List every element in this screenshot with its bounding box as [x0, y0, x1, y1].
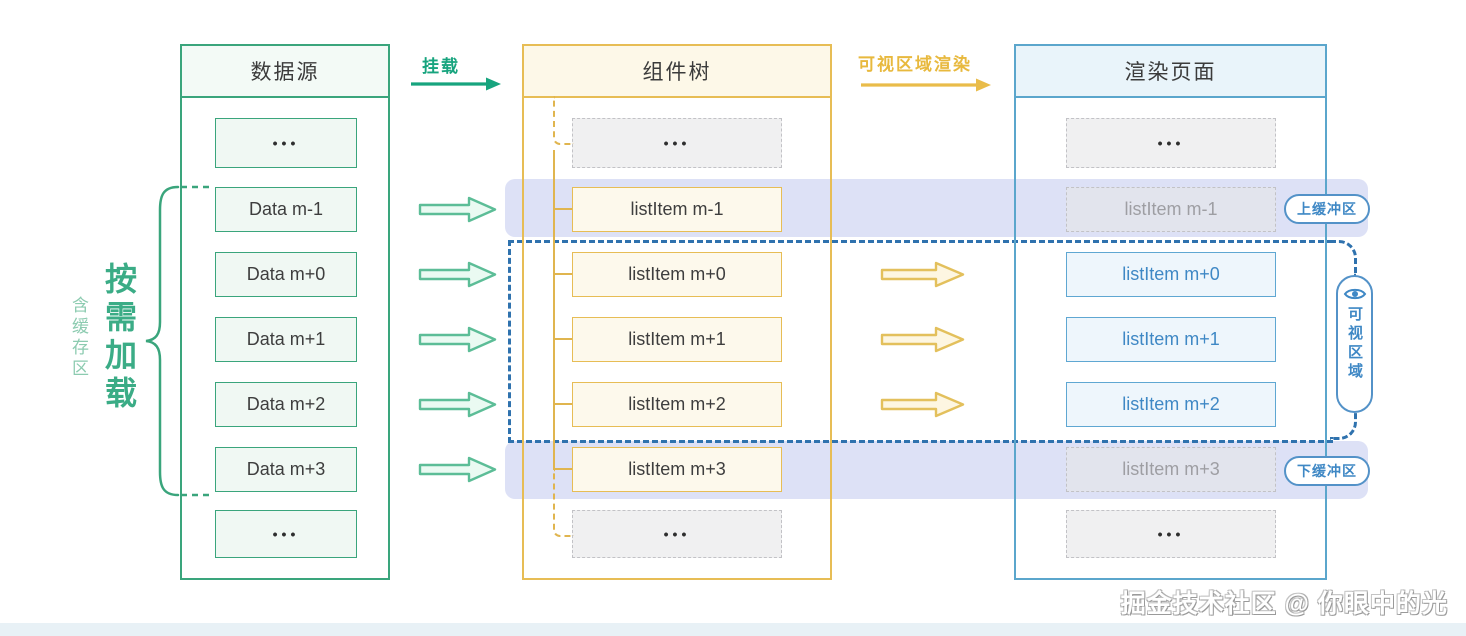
render-page-item: listItem m+0 [1066, 252, 1276, 297]
component-tree-item: listItem m+3 [572, 447, 782, 492]
render-page-buffer-item: listItem m+3 [1066, 447, 1276, 492]
eye-icon [1343, 288, 1366, 300]
mount-block-arrow-icon [418, 196, 497, 223]
tree-branch-line [553, 273, 572, 275]
render-page-item: listItem m+1 [1066, 317, 1276, 362]
viewport-render-label: 可视区域渲染 [858, 55, 972, 74]
tree-connector-top [553, 96, 574, 145]
render-page-title: 渲染页面 [1016, 46, 1325, 98]
lower-buffer-badge: 下缓冲区 [1284, 456, 1370, 486]
load-on-demand-label: 按需加载 [101, 262, 137, 414]
data-source-item: Data m+0 [215, 252, 357, 297]
watermark-text: 掘金技术社区 @ 你眼中的光 [1120, 590, 1448, 618]
component-tree-column: 组件树 [522, 44, 832, 580]
render-block-arrow-icon [880, 261, 965, 288]
tree-connector-bottom [553, 469, 574, 537]
render-page-buffer-item: listItem m-1 [1066, 187, 1276, 232]
data-source-item: Data m+2 [215, 382, 357, 427]
mount-arrow-icon [411, 77, 501, 91]
data-source-item: Data m+1 [215, 317, 357, 362]
component-tree-item: listItem m+1 [572, 317, 782, 362]
mount-block-arrow-icon [418, 456, 497, 483]
upper-buffer-badge: 上缓冲区 [1284, 194, 1370, 224]
render-block-arrow-icon [880, 391, 965, 418]
mount-label: 挂载 [422, 57, 460, 76]
mount-block-arrow-icon [418, 261, 497, 288]
data-source-column: 数据源 [180, 44, 390, 580]
data-source-item: Data m+3 [215, 447, 357, 492]
render-page-item: listItem m+2 [1066, 382, 1276, 427]
component-tree-ellipsis-top: ••• [572, 118, 782, 168]
render-page-ellipsis-top: ••• [1066, 118, 1276, 168]
visible-area-label: 可视区域 [1346, 306, 1363, 382]
component-tree-ellipsis-bottom: ••• [572, 510, 782, 558]
bottom-bar [0, 623, 1466, 636]
mount-block-arrow-icon [418, 391, 497, 418]
on-demand-brace [145, 185, 213, 497]
tree-branch-line [553, 208, 572, 210]
data-source-ellipsis-bottom: ••• [215, 510, 357, 558]
viewport-render-arrow-icon [861, 78, 991, 92]
component-tree-item: listItem m+2 [572, 382, 782, 427]
render-page-ellipsis-bottom: ••• [1066, 510, 1276, 558]
visible-area-badge: 可视区域 [1336, 275, 1373, 413]
render-block-arrow-icon [880, 326, 965, 353]
viewport-dashed-curve-bottom [1330, 404, 1357, 440]
component-tree-item: listItem m+0 [572, 252, 782, 297]
tree-branch-line [553, 403, 572, 405]
includes-cache-label: 含缓存区 [69, 296, 88, 380]
data-source-title: 数据源 [182, 46, 388, 98]
data-source-ellipsis-top: ••• [215, 118, 357, 168]
component-tree-title: 组件树 [524, 46, 830, 98]
viewport-dashed-rect [508, 240, 1333, 443]
tree-trunk-line [553, 150, 555, 469]
tree-branch-line [553, 338, 572, 340]
data-source-item: Data m-1 [215, 187, 357, 232]
component-tree-item: listItem m-1 [572, 187, 782, 232]
render-page-column: 渲染页面 [1014, 44, 1327, 580]
tree-branch-line [553, 468, 572, 470]
viewport-dashed-curve-top [1330, 240, 1357, 277]
mount-block-arrow-icon [418, 326, 497, 353]
